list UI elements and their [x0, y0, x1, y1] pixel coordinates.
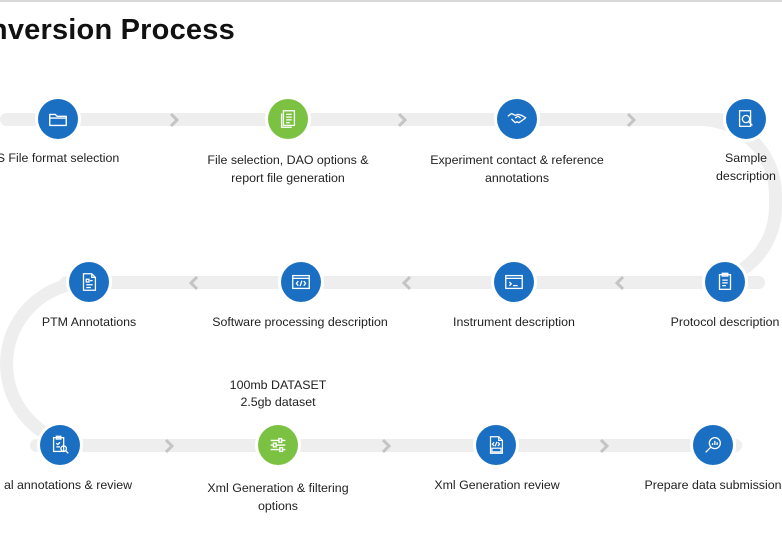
documents-icon — [280, 110, 296, 128]
track-curve-right — [700, 113, 782, 289]
step-12-node — [693, 425, 733, 465]
folder-icon — [49, 113, 67, 127]
clipboard-icon — [718, 272, 732, 290]
xml-file-icon — [489, 436, 504, 454]
step-4-label: Sample description — [716, 151, 776, 183]
step-7-label: Software processing description — [212, 315, 388, 329]
step-5-label: Protocol description — [670, 315, 780, 329]
step-9-node — [40, 425, 80, 465]
magnifier-chart-icon — [705, 437, 721, 453]
step-10-node — [258, 425, 298, 465]
chevron-left-icon — [401, 275, 412, 291]
step-1-node — [38, 99, 78, 139]
track-row-2 — [60, 276, 765, 289]
review-clipboard-icon — [52, 435, 69, 454]
track-row-1 — [0, 113, 760, 126]
step-10-label: Xml Generation & filtering options — [207, 481, 349, 513]
step-3-label: Experiment contact & reference annotatio… — [430, 153, 604, 185]
step-2-label: File selection, DAO options & report fil… — [207, 153, 369, 185]
track-curve-left — [0, 276, 90, 452]
step-6-node — [494, 262, 534, 302]
page-title: onversion Process — [0, 14, 235, 46]
sliders-icon — [270, 437, 286, 453]
step-1-label: S File format selection — [0, 151, 120, 165]
handshake-icon — [507, 112, 527, 124]
chevron-right-icon — [381, 438, 392, 454]
step-9-label: al annotations & review — [3, 478, 133, 492]
chevron-right-icon — [599, 438, 610, 454]
step-2-node — [268, 99, 308, 139]
dataset-note: 100mb DATASET 2.5gb dataset — [178, 377, 378, 411]
dataset-note-line-1: 100mb DATASET — [229, 378, 327, 392]
terminal-window-icon — [505, 274, 523, 290]
search-document-icon — [738, 110, 753, 127]
code-window-icon — [292, 274, 310, 290]
chevron-right-icon — [169, 112, 180, 128]
step-12-label: Prepare data submission — [644, 478, 782, 492]
step-11-label: Xml Generation review — [434, 478, 560, 492]
step-4-node — [726, 99, 766, 139]
step-7-node — [281, 262, 321, 302]
step-11-node — [476, 425, 516, 465]
form-document-icon — [82, 273, 97, 291]
track-row-3 — [30, 439, 742, 452]
step-8-node — [69, 262, 109, 302]
chevron-left-icon — [188, 275, 199, 291]
step-3-node — [497, 99, 537, 139]
chevron-right-icon — [397, 112, 408, 128]
step-6-label: Instrument description — [453, 315, 575, 329]
chevron-right-icon — [164, 438, 175, 454]
dataset-note-line-2: 2.5gb dataset — [240, 395, 316, 409]
top-border — [0, 0, 782, 2]
step-5-node — [705, 262, 745, 302]
chevron-right-icon — [626, 112, 637, 128]
chevron-left-icon — [614, 275, 625, 291]
step-8-label: PTM Annotations — [41, 315, 137, 329]
